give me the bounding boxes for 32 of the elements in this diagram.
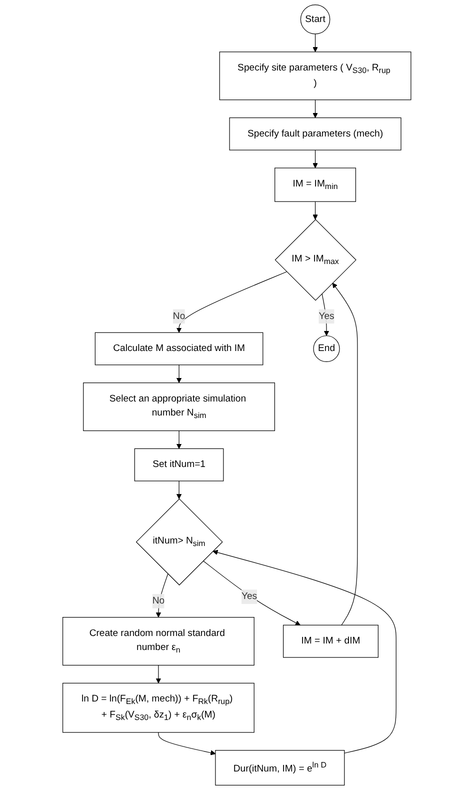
arrow: [158, 732, 216, 756]
edge-label: Yes: [242, 591, 258, 602]
node-box: IM = IM$_{min}$: [274, 168, 356, 202]
edge-label: No: [152, 596, 165, 606]
node-diamond: IM > IM$_{max}$: [274, 219, 357, 301]
node-box: Select an appropriate simulation number N$_{sim}$: [83, 382, 276, 432]
node-box: IM = IM + dIM: [283, 624, 379, 658]
node-box: Calculate M associated with IM: [95, 332, 264, 366]
arrow: [312, 34, 318, 52]
arrow: [176, 364, 182, 384]
arrow: [156, 574, 168, 618]
arrow: [312, 100, 318, 118]
node-box: Set itNum=1: [134, 448, 224, 482]
node-box: Dur(itNum, IM) = e$^{ln D}$: [215, 750, 345, 786]
node-box: Specify fault parameters (mech): [229, 117, 402, 150]
arrow: [312, 150, 318, 168]
arrow: [212, 550, 397, 754]
arrow: [332, 282, 358, 626]
arrow: [156, 664, 162, 684]
arrow: [203, 560, 301, 626]
arrow: [176, 430, 182, 449]
arrow: [176, 271, 288, 333]
edge-label: Yes: [318, 311, 334, 322]
node-box: Create random normal standard number ε$_{n}$: [62, 617, 255, 666]
arrow: [312, 201, 318, 220]
node-circle: Start: [300, 4, 330, 34]
edge-label: No: [173, 311, 186, 322]
arrow: [176, 480, 182, 500]
node-box: ln D = ln(F$_{Ek}$(M, mech)) + F$_{Rk}$(R$_{rup}$) + F$_{Sk}$(V$_{S30}$, δz$_{1}$) + ε$_{n}$σ$_{k}$(M): [62, 682, 255, 733]
node-circle: End: [313, 335, 340, 362]
node-box: Specify site parameters ( V$_{S30}$, R$_{rup}$ ): [219, 52, 412, 100]
node-diamond: itNum> N$_{sim}$: [136, 498, 223, 586]
